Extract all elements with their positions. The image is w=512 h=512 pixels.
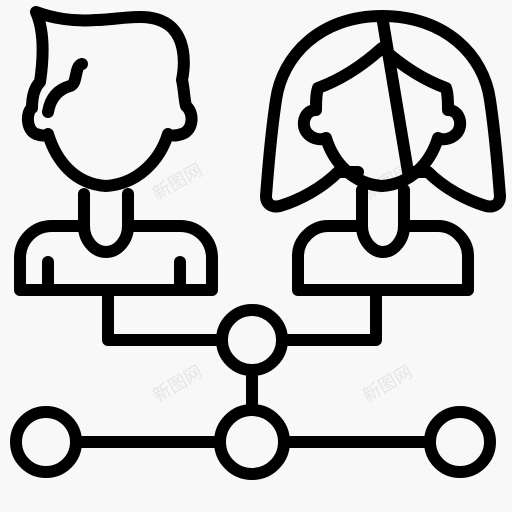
man-figure <box>14 6 218 296</box>
woman-hair <box>260 10 506 213</box>
center-child-node-circle <box>214 404 290 480</box>
left-child-node-circle <box>10 406 82 478</box>
hub-node-circle <box>216 304 288 376</box>
man-torso <box>14 220 218 296</box>
tree-connectors <box>70 284 434 448</box>
right-child-node-circle <box>424 406 496 478</box>
man-to-hub-line <box>102 284 228 346</box>
man-hair-edge <box>42 58 88 118</box>
woman-to-hub-line <box>276 284 382 346</box>
man-head-outline <box>21 6 198 192</box>
woman-figure <box>260 10 506 296</box>
woman-face <box>297 42 467 192</box>
woman-torso <box>292 220 474 296</box>
tree-nodes <box>10 304 496 480</box>
